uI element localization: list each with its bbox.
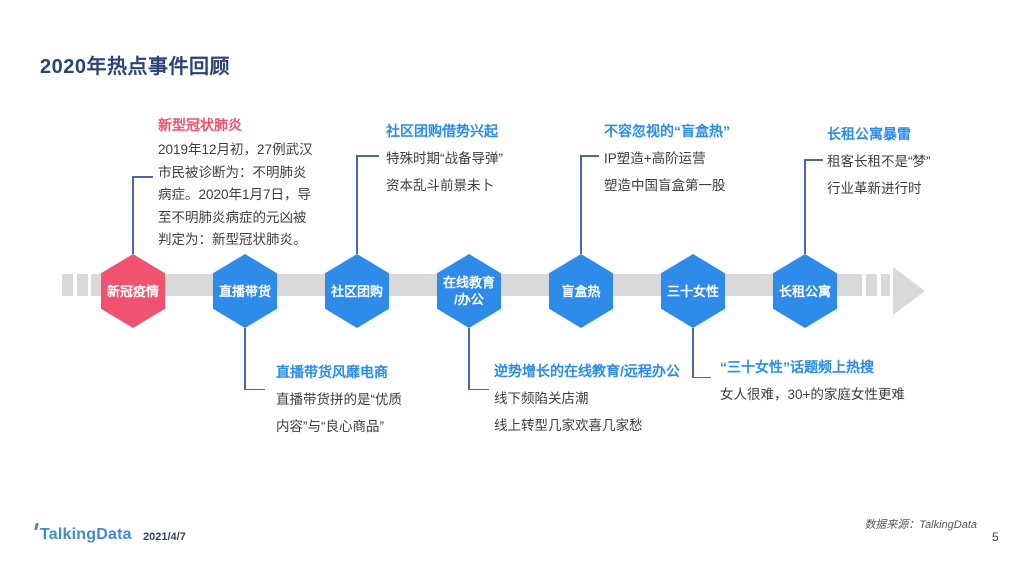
callout-blindbox: 不容忽视的“盲盒热” IP塑造+高阶运营 塑造中国盲盒第一股 — [604, 122, 730, 199]
callout-line: 判定为：新型冠状肺炎。 — [158, 232, 307, 247]
timeline-node-label: 社区团购 — [330, 283, 383, 299]
callout-thirty-women: “三十女性”话题频上热搜 女人很难，30+的家庭女性更难 — [720, 358, 905, 408]
callout-groupbuy: 社区团购借势兴起 特殊时期“战备导弹” 资本乱斗前景未卜 — [386, 122, 503, 199]
connector-line — [692, 328, 694, 378]
callout-title: 新型冠状肺炎 — [158, 117, 242, 133]
talkingdata-logo: TalkingData — [34, 523, 132, 544]
timeline-dash — [77, 274, 88, 296]
timeline-node-thirty-women: 三十女性 — [661, 254, 725, 328]
callout-line: 特殊时期“战备导弹” — [386, 151, 503, 166]
callout-line: 内容”与“良心商品” — [276, 419, 384, 434]
timeline-node-label: 三十女性 — [666, 283, 719, 299]
connector-line — [692, 376, 711, 378]
callout-apartment: 长租公寓暴雷 租客长租不是“梦” 行业革新进行时 — [827, 125, 931, 202]
callout-title: 长租公寓暴雷 — [827, 126, 911, 142]
page-title: 2020年热点事件回顾 — [40, 56, 230, 78]
timeline-node-groupbuy: 社区团购 — [325, 254, 389, 328]
timeline-node-online-edu: 在线教育 /办公 — [437, 254, 501, 328]
connector-line — [468, 388, 489, 390]
callout-line: 行业革新进行时 — [827, 181, 922, 196]
timeline-node-label: 盲盒热 — [561, 283, 601, 299]
timeline-node-label: 新冠疫情 — [106, 283, 159, 299]
connector-line — [356, 155, 379, 157]
timeline-node-label: 长租公寓 — [778, 283, 831, 299]
callout-title: 不容忽视的“盲盒热” — [604, 123, 730, 139]
callout-covid: 新型冠状肺炎 2019年12月初，27例武汉 市民被诊断为：不明肺炎 病症。20… — [158, 116, 313, 252]
callout-title: 直播带货风靡电商 — [276, 364, 388, 380]
callout-line: 租客长租不是“梦” — [827, 154, 931, 169]
callout-online-edu: 逆势增长的在线教育/远程办公 线下频陷关店潮 线上转型几家欢喜几家愁 — [494, 362, 680, 439]
connector-line — [356, 155, 358, 254]
callout-title: “三十女性”话题频上热搜 — [720, 359, 874, 375]
connector-line — [132, 176, 153, 178]
callout-livestream: 直播带货风靡电商 直播带货拼的是“优质 内容”与“良心商品” — [276, 363, 402, 440]
callout-line: 市民被诊断为：不明肺炎 — [158, 164, 307, 180]
connector-line — [244, 388, 265, 390]
callout-title: 逆势增长的在线教育/远程办公 — [494, 363, 680, 379]
timeline-arrow-icon — [893, 267, 925, 315]
timeline-node-label: 直播带货 — [218, 283, 271, 299]
connector-line — [468, 328, 470, 390]
timeline-node-apartment: 长租公寓 — [773, 254, 837, 328]
data-source-note: 数据来源：TalkingData — [864, 519, 977, 531]
connector-line — [132, 176, 134, 254]
connector-line — [244, 328, 246, 390]
callout-line: 女人很难，30+的家庭女性更难 — [720, 387, 905, 402]
timeline-node-covid: 新冠疫情 — [101, 254, 165, 328]
logo-tick-icon — [34, 523, 39, 530]
callout-title: 社区团购借势兴起 — [386, 123, 498, 139]
logo-text: TalkingData — [40, 526, 132, 543]
callout-line: IP塑造+高阶运营 — [604, 151, 706, 166]
callout-line: 线上转型几家欢喜几家愁 — [494, 418, 643, 433]
page-number: 5 — [992, 530, 999, 544]
timeline-dash — [881, 274, 890, 296]
callout-line: 2019年12月初，27例武汉 — [158, 142, 313, 157]
timeline-node-label: 在线教育 /办公 — [442, 275, 495, 307]
callout-line: 至不明肺炎病症的元凶被 — [158, 209, 307, 225]
connector-line — [580, 155, 599, 157]
footer-date: 2021/4/7 — [143, 531, 186, 543]
timeline-node-livestream: 直播带货 — [213, 254, 277, 328]
timeline-dash — [91, 274, 102, 296]
callout-line: 线下频陷关店潮 — [494, 391, 589, 406]
callout-line: 资本乱斗前景未卜 — [386, 178, 494, 193]
timeline-dash — [62, 274, 73, 296]
connector-line — [804, 159, 823, 161]
connector-line — [580, 155, 582, 254]
callout-line: 病症。2020年1月7日，导 — [158, 187, 312, 202]
connector-line — [804, 159, 806, 254]
timeline-dash — [866, 274, 877, 296]
callout-line: 直播带货拼的是“优质 — [276, 392, 402, 407]
callout-line: 塑造中国盲盒第一股 — [604, 178, 726, 193]
timeline-node-blindbox: 盲盒热 — [549, 254, 613, 328]
